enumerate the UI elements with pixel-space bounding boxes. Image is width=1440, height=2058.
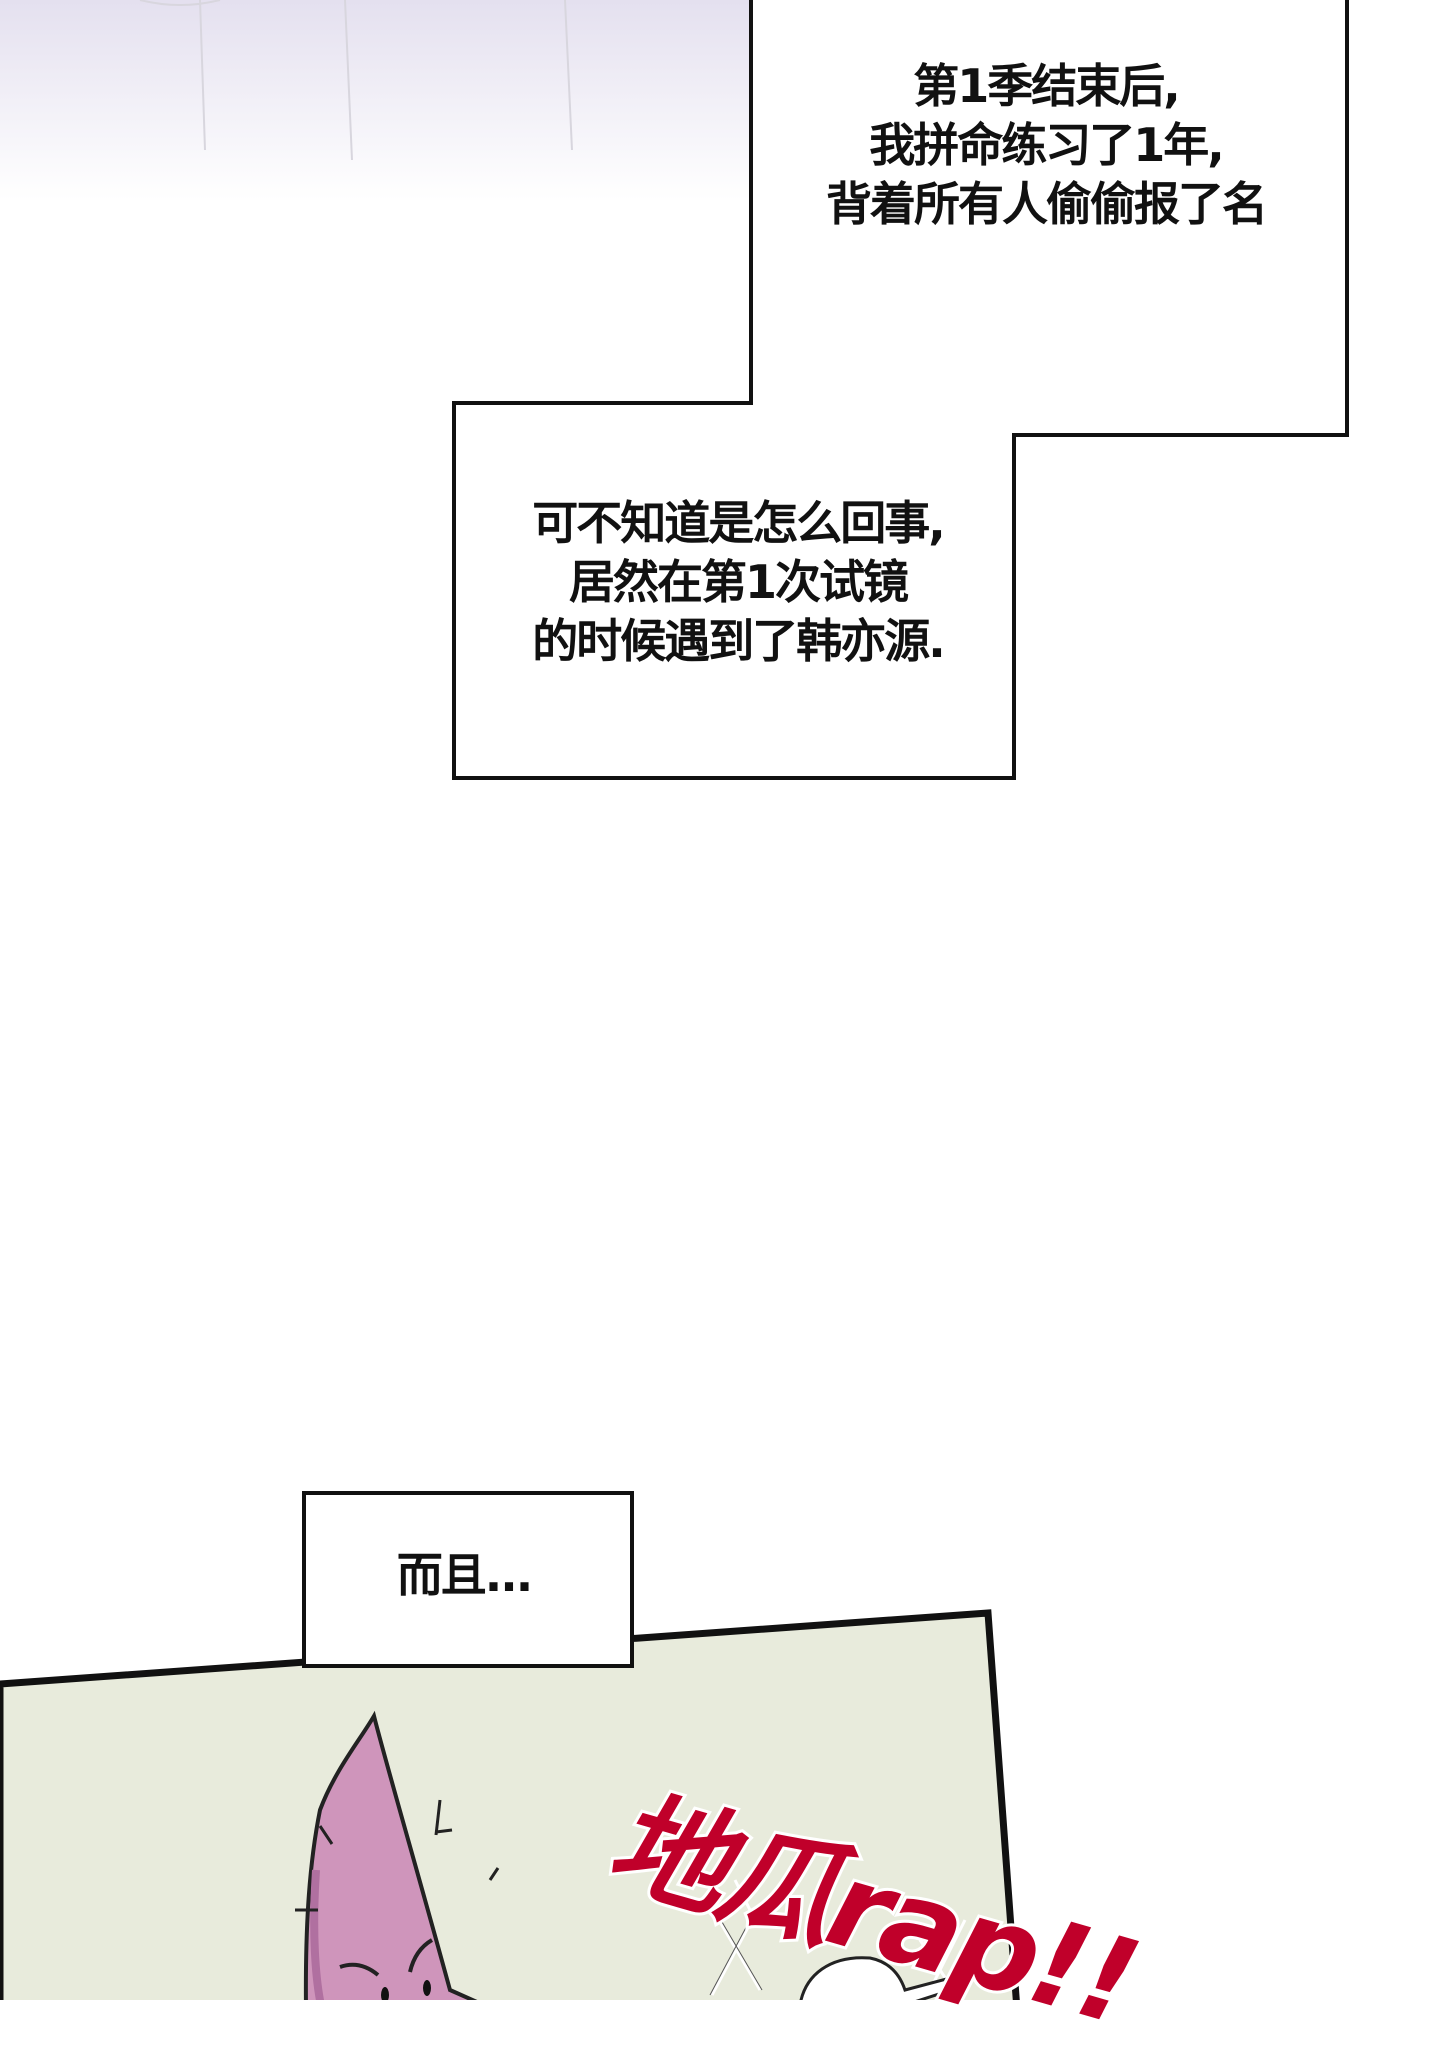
- faint-sketch-lines: [139, 0, 573, 161]
- caption-box-3-text: 而且...: [396, 1546, 533, 1605]
- caption-line: 的时候遇到了韩亦源.: [532, 614, 945, 668]
- top-faded-panel: [0, 0, 760, 200]
- sweet-potato-face: [339, 1938, 434, 2000]
- sweet-potato-hairs: [295, 1799, 500, 1912]
- caption-line: 背着所有人偷偷报了名: [826, 177, 1268, 231]
- caption-line: 而且...: [396, 1548, 533, 1602]
- caption-box-outline: [452, 0, 1349, 780]
- caption-line: 第1季结束后,: [913, 59, 1180, 113]
- caption-box-2-text: 可不知道是怎么回事, 居然在第1次试镜 的时候遇到了韩亦源.: [532, 494, 945, 671]
- caption-box-3-outline: [302, 1491, 634, 1668]
- cap-icon: [799, 1956, 953, 2000]
- caption-box-1-text: 第1季结束后, 我拼命练习了1年, 背着所有人偷偷报了名: [826, 57, 1268, 234]
- comic-artwork: [0, 0, 1349, 2000]
- caption-line: 我拼命练习了1年,: [869, 118, 1224, 172]
- caption-line: 可不知道是怎么回事,: [532, 496, 945, 550]
- caption-line: 居然在第1次试镜: [568, 555, 909, 609]
- sweet-potato-character: [303, 1710, 478, 2000]
- comic-panel: [0, 1609, 1020, 2000]
